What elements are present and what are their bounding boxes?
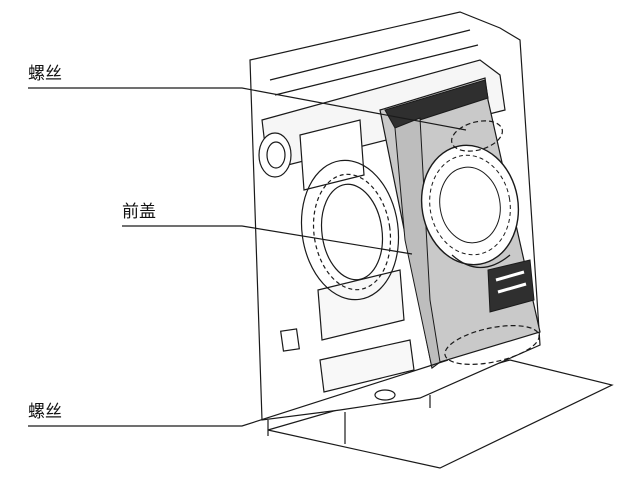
leader-screw-top bbox=[28, 87, 467, 131]
leader-front-cover bbox=[122, 225, 413, 255]
screw-bottom-label: 螺丝 bbox=[28, 402, 62, 422]
screw-top-marker bbox=[451, 120, 503, 152]
front-cover bbox=[379, 77, 541, 370]
inner-drum bbox=[300, 159, 400, 301]
screw-bottom-marker bbox=[444, 325, 540, 365]
screw-top-label: 螺丝 bbox=[28, 64, 62, 84]
front-cover-label: 前盖 bbox=[122, 202, 156, 222]
knob bbox=[258, 132, 292, 178]
leader-lines bbox=[28, 87, 467, 427]
leader-screw-bottom bbox=[28, 359, 449, 427]
